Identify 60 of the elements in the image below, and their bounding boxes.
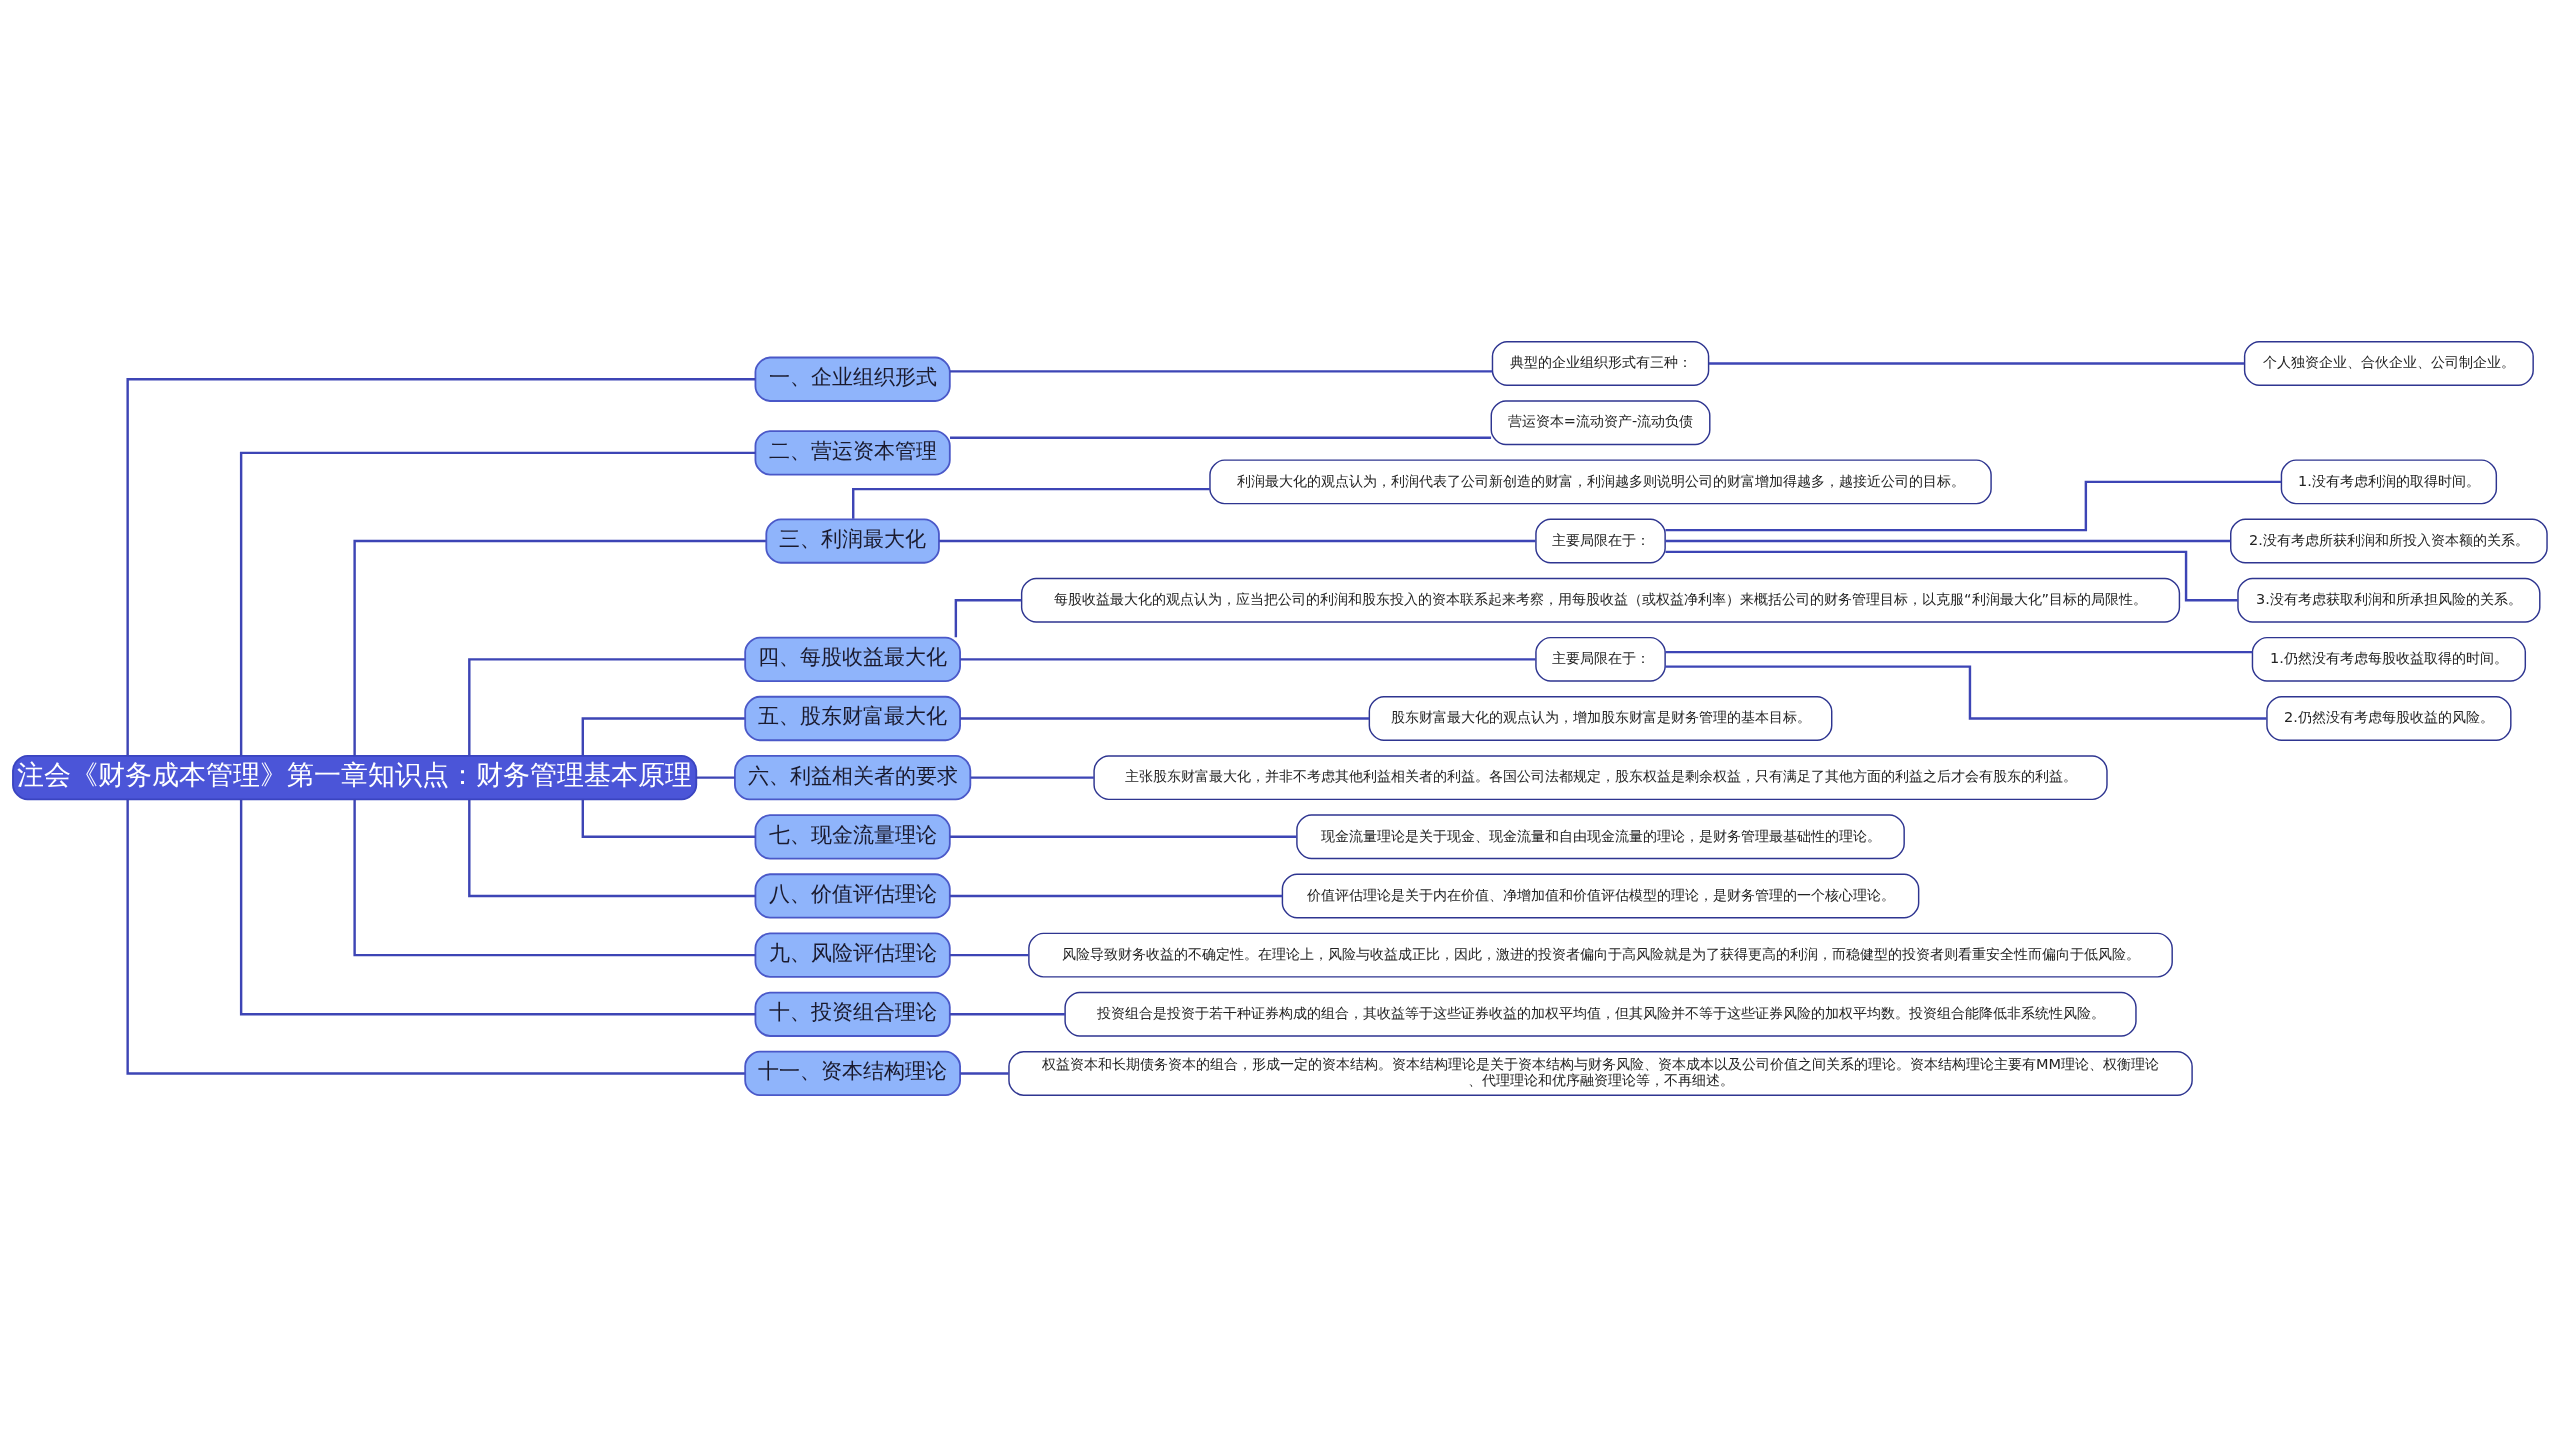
node-box: 3.没有考虑获取利润和所承担风险的关系。: [2237, 577, 2541, 623]
connector: [950, 835, 1297, 838]
node-box: 四、每股收益最大化: [744, 636, 961, 682]
node-box: 利润最大化的观点认为，利润代表了公司新创造的财富，利润越多则说明公司的财富增加得越多，越接近公司的目标。: [1209, 459, 1992, 505]
connector: [239, 451, 756, 756]
node-box: 风险导致财务收益的不确定性。在理论上，风险与收益成正比，因此，激进的投资者偏向于高风险就是为了获得更高的利润，而稳健型的投资者则看重安全性而偏向于低风险。: [1028, 932, 2173, 978]
connector: [950, 894, 1283, 898]
node-box: 投资组合是投资于若干种证券构成的组合，其收益等于这些证券收益的加权平均值，但其风险并不等于这些证券风险的加权平均数。投资组合能降低非系统性风险。: [1064, 991, 2137, 1037]
connector: [353, 799, 756, 957]
connector: [1665, 550, 2238, 602]
node-box: 个人独资企业、合伙企业、公司制企业。: [2243, 341, 2534, 386]
node-box: 每股收益最大化的观点认为，应当把公司的利润和股东投入的资本联系起来考察，用每股收益（或权益净利率）来概括公司的财务管理目标，以克服“利润最大化”目标的局限性。: [1020, 577, 2181, 623]
node-box: 十一、资本结构理论: [744, 1050, 961, 1097]
connector: [468, 658, 745, 756]
node-box: 1.仍然没有考虑每股收益取得的时间。: [2251, 636, 2527, 682]
connector: [950, 953, 1029, 957]
connector: [353, 539, 766, 756]
connector: [939, 539, 1536, 543]
node-box: 股东财富最大化的观点认为，增加股东财富是财务管理的基本目标。: [1368, 696, 1833, 741]
connector: [960, 658, 1536, 661]
connector: [960, 1072, 1009, 1075]
node-box: 九、风险评估理论: [754, 932, 951, 978]
node-box: 主要局限在于：: [1535, 636, 1666, 682]
connector: [1708, 362, 2245, 365]
connector: [1665, 539, 2231, 543]
connector: [126, 378, 756, 756]
connector: [960, 717, 1370, 720]
node-box: 八、价值评估理论: [754, 873, 951, 919]
connector: [239, 799, 756, 1016]
connector: [1665, 650, 2253, 654]
node-box: 营运资本=流动资产-流动负债: [1490, 400, 1711, 446]
node-box: 三、利润最大化: [765, 518, 940, 564]
connector: [954, 599, 1022, 638]
node-box: 主张股东财富最大化，并非不考虑其他利益相关者的利益。各国公司法都规定，股东权益是剩余权益，只有满足了其他方面的利益之后才会有股东的利益。: [1093, 755, 2108, 801]
connector: [970, 776, 1094, 779]
connector: [581, 717, 745, 756]
node-box: 十、投资组合理论: [754, 991, 951, 1037]
node-box: 2.没有考虑所获利润和所投入资本额的关系。: [2230, 518, 2548, 564]
node-box: 七、现金流量理论: [754, 814, 951, 860]
connector: [696, 776, 735, 779]
node-box: 2.仍然没有考虑每股收益的风险。: [2266, 696, 2512, 741]
node-box: 典型的企业组织形式有三种：: [1491, 341, 1710, 386]
connector: [581, 799, 756, 838]
node-box: 现金流量理论是关于现金、现金流量和自由现金流量的理论，是财务管理最基础性的理论。: [1296, 814, 1905, 860]
connector: [950, 1013, 1065, 1016]
node-box: 权益资本和长期债务资本的组合，形成一定的资本结构。资本结构理论是关于资本结构与财务风险、资本成本以及公司价值之间关系的理论。资本结构理论主要有MM理论、权衡理论、代理理论和优序融资理论等，不再细述。: [1008, 1051, 2193, 1096]
connector: [950, 370, 1493, 373]
connector: [950, 436, 1492, 439]
node-box: 二、营运资本管理: [754, 430, 951, 476]
connector: [1665, 480, 2282, 532]
node-box: 主要局限在于：: [1535, 518, 1666, 564]
node-box: 五、股东财富最大化: [744, 695, 961, 742]
node-box: 价值评估理论是关于内在价值、净增加值和价值评估模型的理论，是财务管理的一个核心理论。: [1281, 873, 1920, 919]
node-box: 1.没有考虑利润的取得时间。: [2280, 459, 2498, 505]
connector: [468, 799, 756, 898]
node-box: 六、利益相关者的要求: [734, 755, 972, 801]
connector: [126, 799, 745, 1075]
connector: [1665, 665, 2267, 720]
node-box: 一、企业组织形式: [754, 356, 951, 402]
node-box: 注会《财务成本管理》第一章知识点：财务管理基本原理: [12, 755, 698, 801]
